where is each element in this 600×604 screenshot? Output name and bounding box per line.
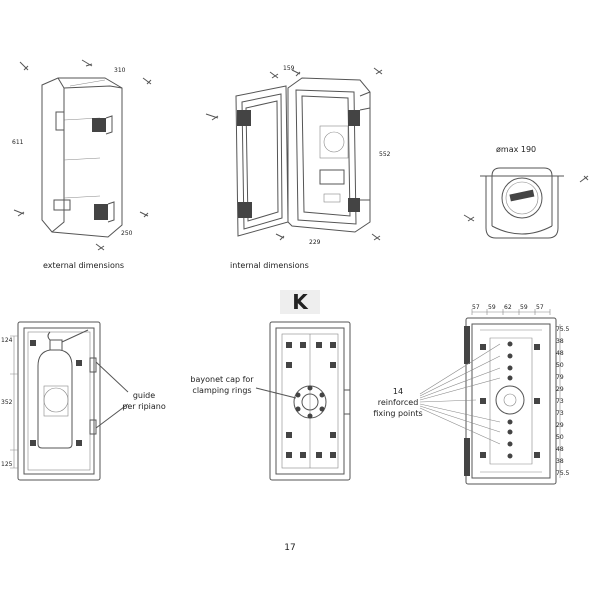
dim-ext-width: 310 bbox=[114, 67, 126, 74]
dim-back-row: 48 bbox=[556, 350, 564, 357]
label-per-ripiano: per ripiano bbox=[122, 402, 166, 411]
caption-external-dimensions: external dimensions bbox=[43, 261, 124, 270]
svg-text:K: K bbox=[292, 290, 309, 314]
dim-back-row: 50 bbox=[556, 434, 564, 441]
external-cabinet-drawing bbox=[41, 77, 123, 238]
dim-front-mid: 352 bbox=[1, 399, 13, 406]
dim-ext-height: 611 bbox=[12, 139, 24, 146]
dim-back-row: 38 bbox=[556, 458, 564, 465]
dim-back-row: 73 bbox=[556, 398, 564, 405]
dim-ext-depth: 250 bbox=[121, 230, 133, 237]
dim-front-top: 124 bbox=[1, 337, 13, 344]
dim-back-row: 48 bbox=[556, 446, 564, 453]
dim-back-row: 75.5 bbox=[556, 326, 570, 333]
bayonet-leader-line bbox=[255, 387, 297, 399]
label-reinforced: reinforced bbox=[378, 398, 419, 407]
front-view-with-extinguisher bbox=[10, 321, 101, 481]
diameter-label: ømax 190 bbox=[496, 145, 536, 154]
watermark-logo: K bbox=[280, 290, 320, 314]
dim-back-row: 75.5 bbox=[556, 470, 570, 477]
dim-back-width-5: 57 bbox=[536, 304, 544, 311]
dim-back-row: 50 bbox=[556, 362, 564, 369]
dimension-arrows-external bbox=[13, 59, 152, 251]
back-width-dimensions: 57 59 62 59 57 bbox=[472, 304, 544, 311]
dim-back-width-2: 59 bbox=[488, 304, 496, 311]
internal-cabinet-drawing bbox=[235, 77, 371, 237]
dim-back-width-4: 59 bbox=[520, 304, 528, 311]
label-bayonet-cap: bayonet cap for bbox=[190, 375, 254, 384]
dim-back-width-1: 57 bbox=[472, 304, 480, 311]
label-fixing-points: fixing points bbox=[373, 409, 422, 418]
front-view-bayonet bbox=[269, 321, 351, 481]
dim-back-row: 29 bbox=[556, 386, 564, 393]
guide-leader-lines bbox=[95, 361, 129, 429]
caption-internal-dimensions: internal dimensions bbox=[230, 261, 309, 270]
label-guide: guide bbox=[133, 391, 155, 400]
dim-back-row: 79 bbox=[556, 374, 564, 381]
dim-back-row: 29 bbox=[556, 422, 564, 429]
dim-back-width-3: 62 bbox=[504, 304, 512, 311]
bayonet-cap-detail bbox=[463, 167, 589, 239]
dim-back-row: 38 bbox=[556, 338, 564, 345]
dim-int-depth: 229 bbox=[309, 239, 321, 246]
dim-int-width: 159 bbox=[283, 65, 295, 72]
dim-int-height: 552 bbox=[379, 151, 391, 158]
back-view-fixing-points bbox=[464, 309, 561, 485]
dim-back-row: 73 bbox=[556, 410, 564, 417]
label-fixing-count: 14 bbox=[393, 387, 403, 396]
dimension-arrows-internal bbox=[205, 67, 383, 241]
dim-front-bottom: 125 bbox=[1, 461, 13, 468]
back-row-dimensions: 75.5 38 48 50 79 29 73 73 29 50 48 38 75… bbox=[556, 326, 570, 477]
fixing-leader-lines bbox=[419, 343, 501, 445]
label-clamping-rings: clamping rings bbox=[192, 386, 251, 395]
page-number: 17 bbox=[284, 543, 295, 553]
